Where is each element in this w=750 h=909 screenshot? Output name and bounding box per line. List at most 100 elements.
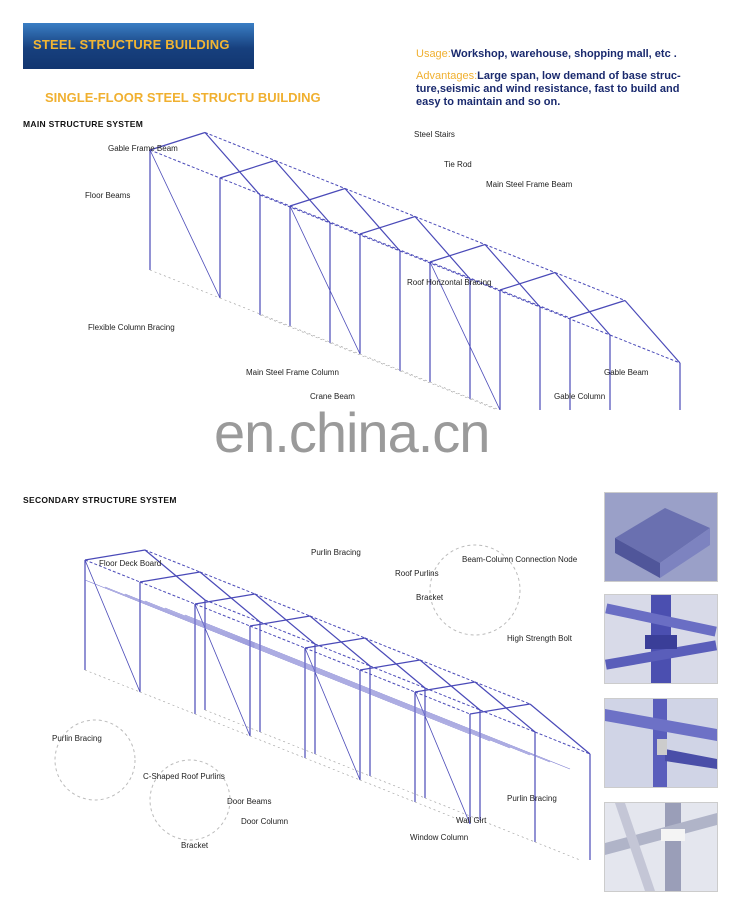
secondary-structure-drawing: [54, 544, 591, 860]
steel-member: [194, 603, 251, 737]
steel-member: [624, 300, 681, 364]
steel-member: [204, 132, 276, 161]
steel-member: [359, 353, 431, 383]
usage-value: Workshop, warehouse, shopping mall, etc …: [450, 48, 677, 60]
steel-member: [414, 216, 486, 245]
steel-member: [84, 559, 141, 693]
steel-member: [479, 819, 536, 843]
steel-member: [84, 579, 471, 735]
label: Beam-Column Connection Node: [462, 555, 578, 564]
steel-member: [219, 177, 291, 207]
title-banner: STEEL STRUCTURE BUILDING: [23, 23, 254, 69]
steel-member: [534, 841, 581, 860]
detail-callout: [429, 544, 521, 636]
steel-member: [184, 614, 571, 770]
main-system-title: MAIN STRUCTURE SYSTEM: [23, 119, 144, 129]
steel-member: [309, 615, 366, 639]
usage-text: Usage:Workshop, warehouse, shopping mall…: [416, 48, 716, 61]
photo-column-joint: [604, 594, 718, 684]
label: Crane Beam: [310, 392, 355, 401]
steel-member: [149, 131, 206, 151]
advantages-text: Advantages:Large span, low demand of bas…: [416, 70, 701, 109]
steel-member: [429, 261, 501, 291]
label: Bracket: [416, 593, 444, 602]
steel-member: [259, 314, 331, 344]
steel-member: [149, 149, 221, 299]
steel-member: [419, 659, 481, 711]
steel-member: [249, 735, 306, 759]
steel-member: [554, 272, 626, 301]
steel-member: [429, 243, 486, 263]
label: Purlin Bracing: [52, 734, 102, 743]
usage-key: Usage:: [416, 48, 451, 60]
banner-title: STEEL STRUCTURE BUILDING: [33, 37, 230, 52]
steel-member: [534, 731, 591, 755]
steel-member: [569, 299, 626, 319]
label: Floor Deck Board: [99, 559, 162, 568]
secondary-system-title: SECONDARY STRUCTURE SYSTEM: [23, 495, 177, 505]
steel-member: [429, 261, 501, 410]
steel-member: [329, 222, 401, 252]
steel-member: [304, 647, 361, 781]
label: Purlin Bracing: [311, 548, 361, 557]
label: Wall Girt: [456, 816, 487, 825]
photo-truss-detail: [604, 802, 718, 892]
steel-member: [204, 132, 261, 196]
steel-member: [359, 215, 416, 235]
steel-member: [469, 278, 541, 308]
steel-member: [289, 187, 346, 207]
steel-member: [419, 659, 476, 683]
main-structure-drawing: [149, 131, 681, 410]
photo-building-render: [604, 492, 718, 582]
steel-member: [124, 593, 511, 749]
steel-member: [144, 549, 206, 601]
watermark: en.china.cn: [214, 401, 490, 464]
label: Gable Frame Beam: [108, 144, 178, 153]
label: Steel Stairs: [414, 130, 455, 139]
steel-member: [359, 233, 431, 263]
label: Tie Rod: [444, 160, 472, 169]
steel-member: [554, 272, 611, 336]
steel-member: [309, 615, 371, 667]
label: Bracket: [181, 841, 209, 850]
steel-member: [364, 637, 421, 661]
steel-member: [139, 691, 196, 715]
steel-member: [414, 691, 471, 825]
steel-member: [199, 571, 261, 623]
steel-member: [164, 607, 551, 763]
steel-member: [104, 586, 491, 742]
advantages-value: Large span, low demand of base struc-tur…: [416, 70, 681, 108]
label: Main Steel Frame Column: [246, 368, 339, 377]
steel-member: [329, 342, 401, 372]
label: Roof Purlins: [395, 569, 439, 578]
subtitle: SINGLE-FLOOR STEEL STRUCTU BUILDING: [45, 90, 321, 105]
steel-member: [139, 571, 201, 583]
label: Gable Beam: [604, 368, 649, 377]
steel-member: [289, 325, 361, 355]
label: Door Beams: [227, 797, 272, 806]
steel-member: [609, 334, 681, 364]
steel-member: [529, 703, 591, 755]
steel-member: [144, 600, 531, 756]
steel-member: [414, 216, 471, 280]
steel-member: [344, 188, 416, 217]
steel-member: [289, 205, 361, 355]
steel-member: [484, 244, 541, 308]
steel-member: [364, 637, 426, 689]
steel-member: [344, 188, 401, 252]
steel-member: [479, 709, 536, 733]
steel-member: [499, 271, 556, 291]
steel-member: [194, 593, 256, 605]
label: Door Column: [241, 817, 289, 826]
label: C-Shaped Roof Purlins: [143, 772, 225, 781]
detail-callout: [149, 759, 231, 841]
steel-member: [254, 593, 316, 645]
steel-member: [304, 757, 361, 781]
label: Window Column: [410, 833, 469, 842]
steel-member: [194, 713, 251, 737]
label: Flexible Column Bracing: [88, 323, 175, 332]
photo-beam-connection: [604, 698, 718, 788]
steel-member: [399, 250, 471, 280]
steel-member: [474, 681, 531, 705]
steel-member: [259, 194, 331, 224]
